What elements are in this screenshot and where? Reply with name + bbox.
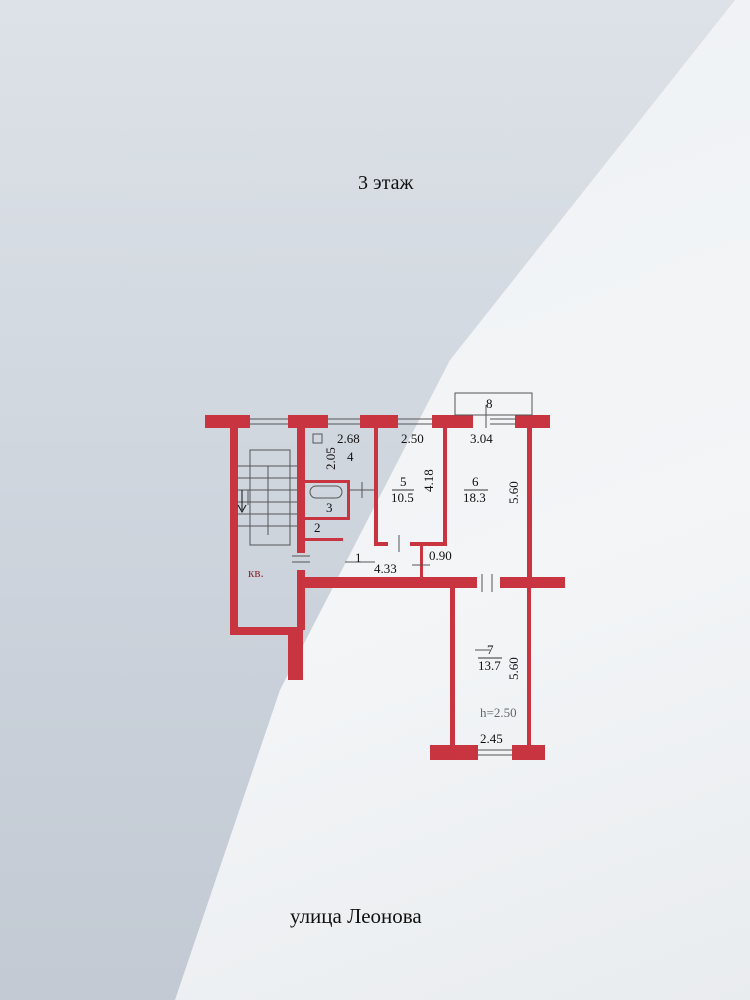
room-7-num: 7 [487, 642, 494, 657]
room-1-num: 1 [355, 550, 362, 565]
room-7-area: 13.7 [478, 658, 501, 673]
room-1-dim: 4.33 [374, 561, 397, 576]
room-5-depth: 4.18 [421, 469, 436, 492]
room-4-num: 4 [347, 449, 354, 464]
floor-title: 3 этаж [358, 172, 414, 194]
room-3-num: 3 [326, 500, 333, 515]
room-7-depth: 5.60 [506, 657, 521, 680]
stair-arrow-icon [237, 490, 247, 514]
plan-lines [238, 392, 533, 756]
room-6-depth: 5.60 [506, 481, 521, 504]
room-5-num: 5 [400, 474, 407, 489]
room-6-num: 6 [472, 474, 479, 489]
room-7-width: 2.45 [480, 731, 503, 746]
room-4-depth: 2.05 [323, 447, 338, 470]
door-width: 0.90 [429, 548, 452, 563]
ceiling-height: h=2.50 [480, 705, 517, 720]
room-6-area: 18.3 [463, 490, 486, 505]
room-6-width: 3.04 [470, 431, 493, 446]
street-label: улица Леонова [290, 904, 422, 928]
room-4-width: 2.68 [337, 431, 360, 446]
room-2-num: 2 [314, 520, 321, 535]
walls [205, 415, 565, 760]
stair-label: кв. [248, 565, 264, 580]
room-5-width: 2.50 [401, 431, 424, 446]
room-5-area: 10.5 [391, 490, 414, 505]
room-8-num: 8 [486, 396, 493, 411]
